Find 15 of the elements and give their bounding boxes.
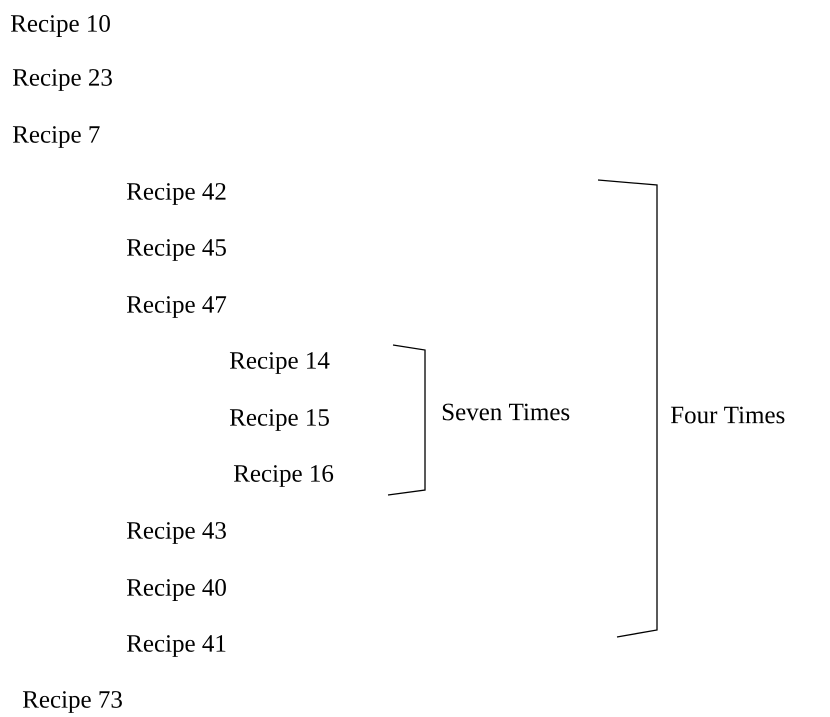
recipe-label: Recipe 10 — [10, 15, 110, 37]
recipe-label: Recipe 7 — [12, 126, 100, 148]
recipe-label: Recipe 16 — [234, 465, 334, 487]
recipe-label: Recipe 41 — [126, 635, 226, 657]
recipe-label: Recipe 40 — [126, 579, 226, 601]
recipe-label: Recipe 15 — [230, 409, 329, 431]
recipe-label: Recipe 23 — [12, 69, 112, 91]
recipe-label: Recipe 43 — [126, 522, 226, 544]
recipe-label: Recipe 42 — [126, 183, 226, 205]
recipe-label: Recipe 73 — [22, 691, 122, 713]
repeat-label: Seven Times — [442, 404, 570, 420]
recipe-label: Recipe 47 — [126, 296, 226, 318]
repeat-label: Four Times — [670, 406, 784, 424]
recipe-label: Recipe 14 — [230, 352, 330, 374]
recipe-label: Recipe 45 — [126, 239, 226, 261]
